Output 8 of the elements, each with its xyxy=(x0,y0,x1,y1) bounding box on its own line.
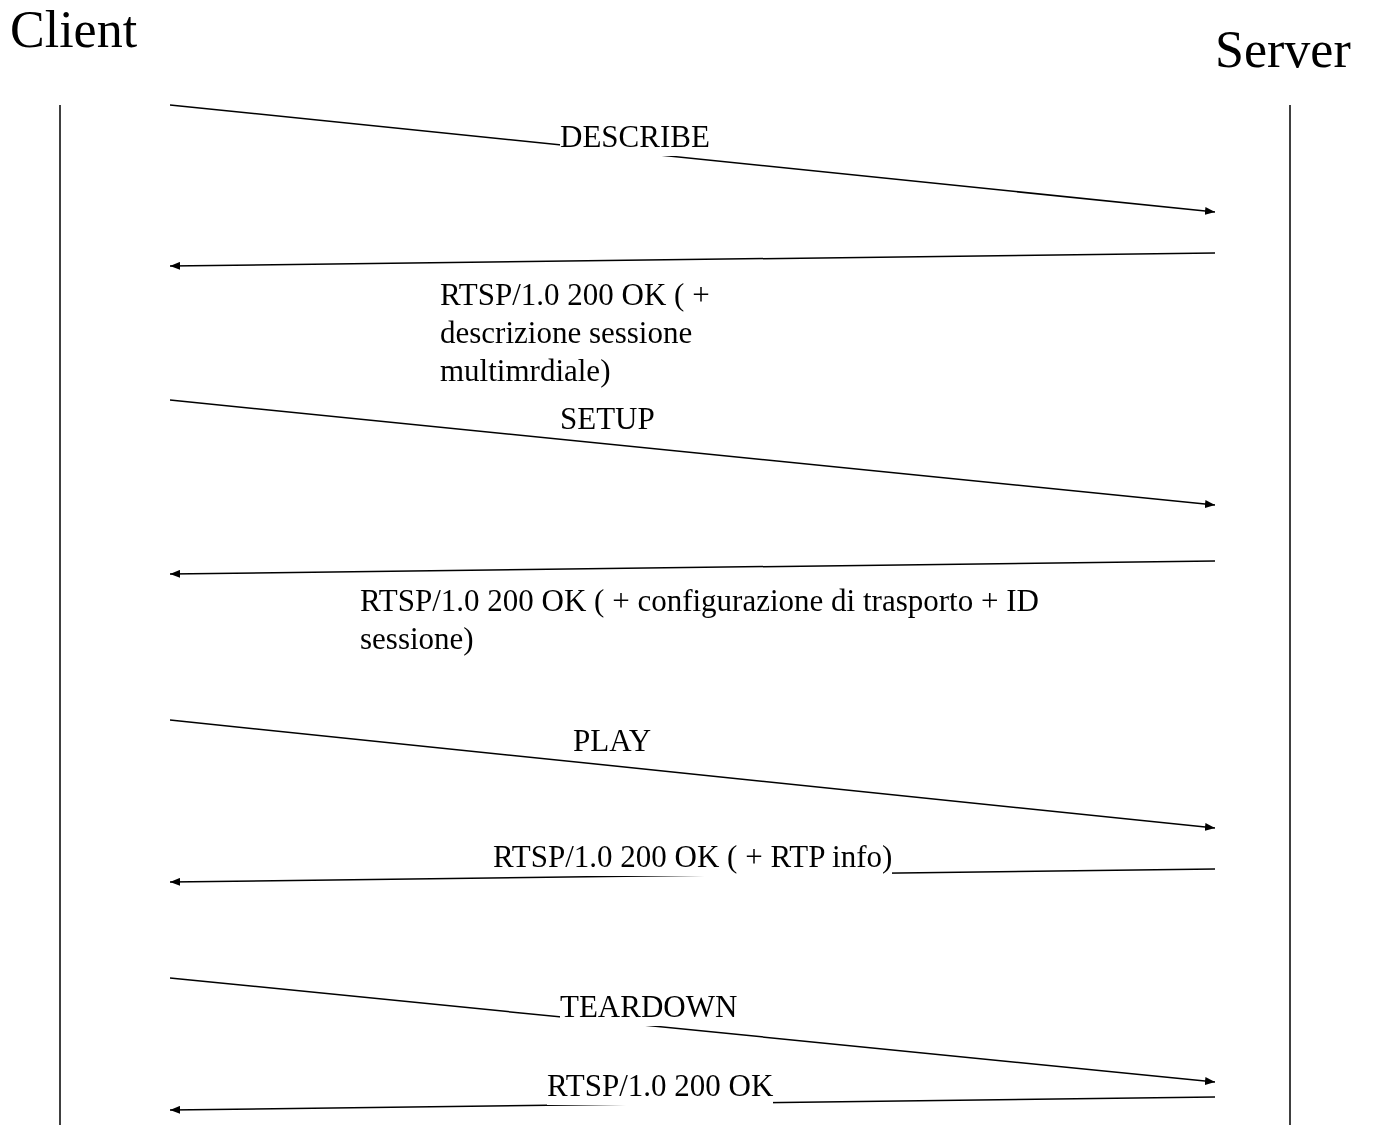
message-arrow xyxy=(169,719,1216,831)
participant-name: Server xyxy=(1215,20,1351,80)
message-arrow xyxy=(169,560,1216,578)
message-arrow xyxy=(169,977,1216,1085)
participant-name: Client xyxy=(10,0,138,60)
message-arrow xyxy=(169,252,1216,270)
message-arrow xyxy=(169,399,1216,508)
message-arrow xyxy=(169,104,1216,215)
